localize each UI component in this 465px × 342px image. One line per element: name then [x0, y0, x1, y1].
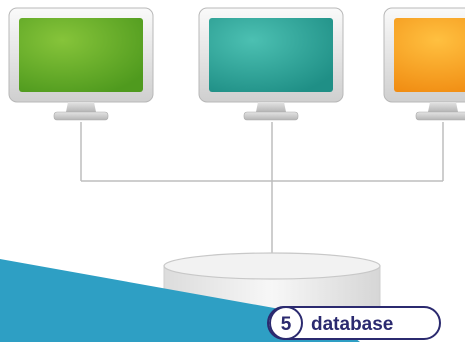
monitor-screen [209, 18, 333, 92]
monitor-screen [19, 18, 143, 92]
monitor-green [8, 7, 154, 121]
monitor-base [243, 111, 299, 121]
label-number: 5 [281, 314, 292, 335]
database-top [163, 252, 381, 280]
monitor-neck [66, 102, 96, 112]
monitor-base [415, 111, 465, 121]
monitor-screen [394, 18, 465, 92]
label-pill [267, 306, 441, 340]
monitor-base [53, 111, 109, 121]
monitor-neck [428, 102, 458, 112]
label-text: database [311, 314, 393, 335]
monitor-orange [383, 7, 465, 121]
connector-lines [80, 122, 444, 258]
database-label-badge: 5 database [267, 306, 441, 340]
label-number-circle [269, 306, 303, 340]
monitor-neck [256, 102, 286, 112]
monitor-teal [198, 7, 344, 121]
